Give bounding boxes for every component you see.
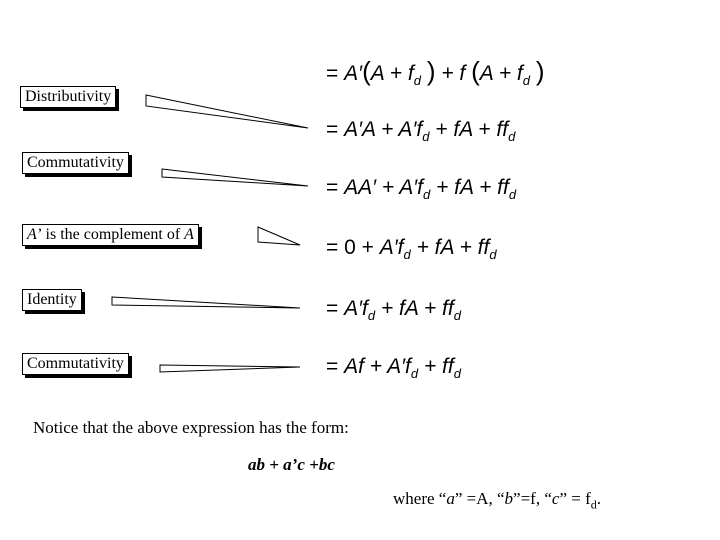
callout-label: Commutativity <box>27 355 124 372</box>
callout-label: Commutativity <box>27 154 124 171</box>
callout-commutativity-2: Commutativity <box>22 353 129 375</box>
form-expression: ab + a’c +bc <box>248 455 335 474</box>
connector-commutativity-2 <box>159 364 301 373</box>
equation-step-1: = A′(A + fd ) + f (A + fd ) <box>326 56 545 88</box>
equation-step-3: = AA′ + A′fd + fA + ffd <box>326 176 517 202</box>
callout-commutativity-1: Commutativity <box>22 152 129 174</box>
callout-identity: Identity <box>22 289 82 311</box>
equation-step-5: = A′fd + fA + ffd <box>326 297 461 323</box>
callout-label: Identity <box>27 291 77 308</box>
callout-label: Distributivity <box>25 88 112 105</box>
equation-step-6: = Af + A′fd + ffd <box>326 355 461 381</box>
callout-label: is the complement of <box>41 226 185 243</box>
connector-distributivity <box>145 94 309 129</box>
callout-complement: A’ is the complement of A <box>22 224 199 246</box>
callout-label-symbol: A’ <box>27 226 42 243</box>
connector-complement <box>257 226 301 246</box>
equation-step-4: = 0 + A′fd + fA + ffd <box>326 236 497 262</box>
where-line: where “a” =A, “b”=f, “c” = fd. <box>393 489 601 512</box>
callout-distributivity: Distributivity <box>20 86 117 108</box>
connector-commutativity-1 <box>161 168 309 187</box>
connector-identity <box>111 296 301 309</box>
callout-label-symbol: A <box>184 226 194 243</box>
notice-line: Notice that the above expression has the… <box>33 418 349 437</box>
equation-step-2: = A′A + A′fd + fA + ffd <box>326 118 516 144</box>
